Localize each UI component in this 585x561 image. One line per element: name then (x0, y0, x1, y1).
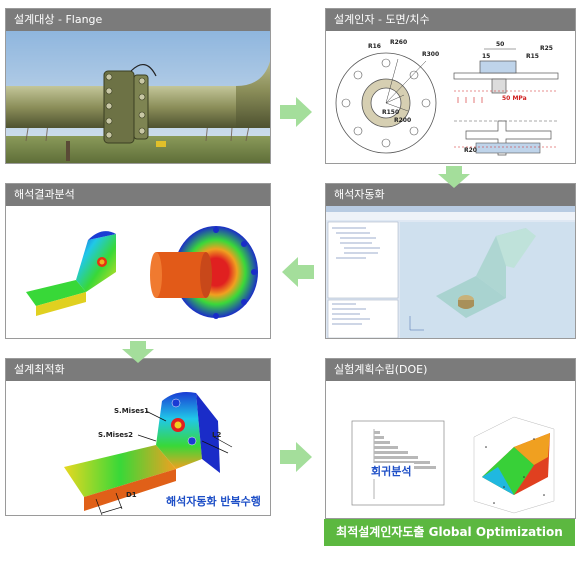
label-l2: L2 (212, 431, 222, 439)
panel-title: 설계인자 - 도면/치수 (326, 9, 575, 31)
panel-design-opt: 설계최적화 (5, 358, 271, 516)
panel-title: 해석자동화 (326, 184, 575, 206)
arrow-down-icon (122, 341, 154, 363)
global-optimization-banner: 최적설계인자도출 Global Optimization (324, 519, 575, 546)
arrow-down-icon (438, 166, 470, 188)
label-smises1: S.Mises1 (114, 407, 150, 415)
doe-illustration (351, 416, 555, 514)
panel-title: 설계대상 - Flange (6, 9, 270, 31)
panel-doe: 실험계획수립(DOE) 회귀분석 (325, 358, 576, 519)
auto-repeat-caption: 해석자동화 반복수행 (166, 495, 261, 508)
label-d1: D1 (126, 491, 137, 499)
flange-photo (6, 31, 270, 163)
optimization-model: S.Mises1 S.Mises2 L2 D1 해석자동화 반복수행 (6, 381, 270, 515)
panel-analysis-result: 해석결과분석 (5, 183, 271, 339)
dim-50: 50 (496, 41, 505, 48)
dim-r200: R200 (394, 117, 412, 124)
panel-title: 해석결과분석 (6, 184, 270, 206)
panel-title: 설계최적화 (6, 359, 270, 381)
dim-pressure: 50 MPa (502, 95, 527, 102)
panel-design-target: 설계대상 - Flange (5, 8, 271, 164)
dim-r300: R300 (422, 51, 440, 58)
dim-r15: R15 (526, 53, 539, 60)
dim-r25: R25 (540, 45, 553, 52)
panel-title: 실험계획수립(DOE) (326, 359, 575, 381)
dim-r16: R16 (368, 43, 381, 50)
panel-design-factor: 설계인자 - 도면/치수 (325, 8, 576, 164)
dim-r150: R150 (382, 109, 400, 116)
panel-analysis-auto: 해석자동화 (325, 183, 576, 339)
result-contours (6, 206, 270, 338)
regression-label: 회귀분석 (368, 463, 415, 479)
flange-drawing: R16 R260 R300 R150 R200 50 15 R15 R25 R2… (326, 31, 575, 163)
software-screenshot (326, 206, 575, 338)
doe-charts: 회귀분석 (326, 381, 575, 518)
arrow-right-icon (280, 442, 312, 472)
dim-r260: R260 (390, 39, 408, 46)
flange-pipe-illustration (6, 31, 270, 163)
arrow-left-icon (282, 257, 314, 287)
dim-15: 15 (482, 53, 491, 60)
drawing-illustration (335, 48, 559, 156)
label-smises2: S.Mises2 (98, 431, 134, 439)
dim-r20: R20 (464, 147, 477, 154)
optimization-contour-illustration (64, 392, 233, 515)
stress-contour-illustration (26, 226, 258, 319)
arrow-right-icon (280, 97, 312, 127)
fea-software-illustration (326, 206, 575, 338)
